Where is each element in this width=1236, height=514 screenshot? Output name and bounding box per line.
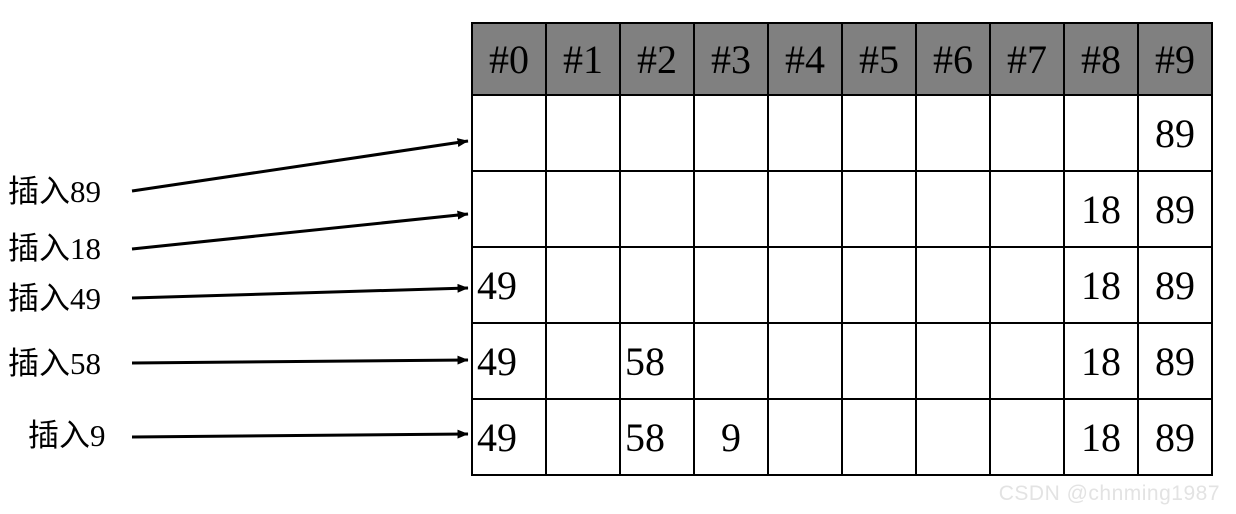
table-header-cell-9: #9 <box>1137 22 1213 96</box>
step-label-insert-9: 插入9 <box>28 418 106 453</box>
cell-r1-c5 <box>841 170 917 248</box>
cell-r1-c9: 89 <box>1137 170 1213 248</box>
cell-r0-c0 <box>471 94 547 172</box>
cell-r2-c4 <box>767 246 843 324</box>
cell-r3-c2: 58 <box>619 322 695 400</box>
table-header-cell-6: #6 <box>915 22 991 96</box>
arrow-insert-58 <box>131 355 469 365</box>
cell-r3-c5 <box>841 322 917 400</box>
cell-r0-c5 <box>841 94 917 172</box>
cell-r0-c4 <box>767 94 843 172</box>
table-row: 18 89 <box>471 170 1213 248</box>
cell-r1-c1 <box>545 170 621 248</box>
arrow-insert-9 <box>131 429 469 439</box>
cell-r2-c8: 18 <box>1063 246 1139 324</box>
cell-r3-c3 <box>693 322 769 400</box>
cell-r1-c3 <box>693 170 769 248</box>
cell-r4-c0: 49 <box>471 398 547 476</box>
cell-r4-c1 <box>545 398 621 476</box>
cell-r4-c7 <box>989 398 1065 476</box>
table-header-cell-7: #7 <box>989 22 1065 96</box>
cell-r1-c2 <box>619 170 695 248</box>
cell-r4-c6 <box>915 398 991 476</box>
cell-r4-c5 <box>841 398 917 476</box>
cell-r4-c2: 58 <box>619 398 695 476</box>
cell-r2-c5 <box>841 246 917 324</box>
cell-r1-c0 <box>471 170 547 248</box>
table-row: 89 <box>471 94 1213 172</box>
cell-r3-c4 <box>767 322 843 400</box>
step-label-insert-89: 插入89 <box>8 174 101 209</box>
arrow-insert-18 <box>131 210 469 251</box>
cell-r1-c8: 18 <box>1063 170 1139 248</box>
cell-r4-c9: 89 <box>1137 398 1213 476</box>
cell-r1-c6 <box>915 170 991 248</box>
table-row: 49 58 9 18 89 <box>471 398 1213 476</box>
arrow-insert-49 <box>131 283 469 300</box>
cell-r1-c4 <box>767 170 843 248</box>
table-header-row: #0 #1 #2 #3 #4 #5 #6 #7 #8 #9 <box>471 22 1213 96</box>
cell-r3-c0: 49 <box>471 322 547 400</box>
table-row: 49 58 18 89 <box>471 322 1213 400</box>
hash-table: #0 #1 #2 #3 #4 #5 #6 #7 #8 #9 <box>471 22 1213 476</box>
cell-r2-c0: 49 <box>471 246 547 324</box>
cell-r0-c1 <box>545 94 621 172</box>
cell-r0-c3 <box>693 94 769 172</box>
cell-r0-c7 <box>989 94 1065 172</box>
table-header-cell-8: #8 <box>1063 22 1139 96</box>
cell-r4-c8: 18 <box>1063 398 1139 476</box>
cell-r0-c6 <box>915 94 991 172</box>
cell-r1-c7 <box>989 170 1065 248</box>
cell-r2-c3 <box>693 246 769 324</box>
cell-r2-c9: 89 <box>1137 246 1213 324</box>
arrow-insert-89 <box>131 138 469 193</box>
watermark-text: CSDN @chnming1987 <box>998 482 1220 505</box>
cell-r3-c6 <box>915 322 991 400</box>
cell-r4-c4 <box>767 398 843 476</box>
cell-r3-c9: 89 <box>1137 322 1213 400</box>
cell-r2-c6 <box>915 246 991 324</box>
cell-r0-c2 <box>619 94 695 172</box>
cell-r3-c1 <box>545 322 621 400</box>
cell-r2-c7 <box>989 246 1065 324</box>
step-label-insert-58: 插入58 <box>8 346 101 381</box>
cell-r2-c1 <box>545 246 621 324</box>
cell-r3-c7 <box>989 322 1065 400</box>
table-header-cell-4: #4 <box>767 22 843 96</box>
table-header-cell-0: #0 <box>471 22 547 96</box>
table-header-cell-1: #1 <box>545 22 621 96</box>
cell-r0-c9: 89 <box>1137 94 1213 172</box>
table-header-cell-5: #5 <box>841 22 917 96</box>
cell-r4-c3: 9 <box>693 398 769 476</box>
step-label-insert-18: 插入18 <box>8 231 101 266</box>
cell-r0-c8 <box>1063 94 1139 172</box>
cell-r3-c8: 18 <box>1063 322 1139 400</box>
table-header-cell-3: #3 <box>693 22 769 96</box>
table-row: 49 18 89 <box>471 246 1213 324</box>
step-label-insert-49: 插入49 <box>8 281 101 316</box>
table-header-cell-2: #2 <box>619 22 695 96</box>
cell-r2-c2 <box>619 246 695 324</box>
